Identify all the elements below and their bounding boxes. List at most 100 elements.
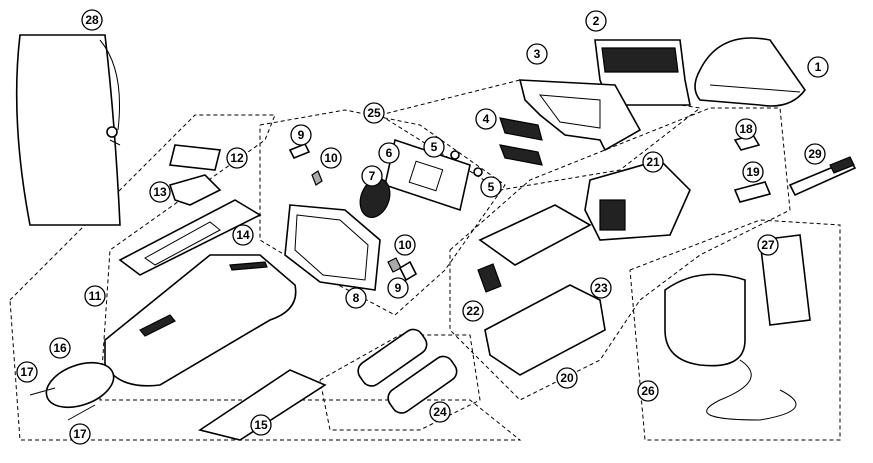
- callout-1: 1: [807, 56, 829, 78]
- callout-circle: [290, 124, 312, 146]
- callout-number: 5: [431, 140, 438, 154]
- callout-3: 3: [526, 43, 548, 65]
- callout-circle: [84, 285, 106, 307]
- callout-19: 19: [742, 161, 764, 183]
- callout-number: 21: [646, 155, 660, 169]
- callout-circle: [16, 361, 38, 383]
- part-bottom-cap: [45, 361, 115, 409]
- callout-number: 11: [89, 289, 102, 303]
- callout-5: 5: [423, 136, 445, 158]
- part-protective-cap: [694, 37, 806, 107]
- callout-number: 4: [483, 112, 490, 126]
- callout-circle: [807, 56, 829, 78]
- callout-number: 6: [386, 146, 393, 160]
- part-housing: [284, 204, 381, 291]
- callout-circle: [480, 176, 502, 198]
- callout-circle: [637, 380, 659, 402]
- part-pouch: [15, 34, 121, 226]
- callout-circle: [250, 414, 272, 436]
- part-chassis: [484, 284, 606, 376]
- callout-circle: [590, 277, 612, 299]
- callout-20: 20: [556, 367, 578, 389]
- callout-circle: [526, 43, 548, 65]
- outline-battery-group: [319, 334, 481, 431]
- callout-number: 2: [593, 14, 600, 28]
- callout-15: 15: [250, 414, 272, 436]
- callout-circle: [585, 10, 607, 32]
- callout-8: 8: [345, 287, 367, 309]
- callout-10: 10: [394, 234, 416, 256]
- callout-24: 24: [429, 401, 451, 423]
- callout-number: 7: [369, 169, 376, 183]
- callout-circle: [423, 136, 445, 158]
- callout-circle: [320, 147, 342, 169]
- callout-21: 21: [642, 151, 664, 173]
- callout-circle: [81, 9, 103, 31]
- callout-4: 4: [475, 108, 497, 130]
- callout-number: 29: [808, 147, 822, 161]
- callout-11: 11: [84, 285, 106, 307]
- callout-number: 17: [73, 427, 87, 441]
- callout-circle: [642, 151, 664, 173]
- callout-circle: [226, 147, 248, 169]
- callout-number: 15: [254, 418, 268, 432]
- callout-number: 20: [560, 371, 574, 385]
- callout-7: 7: [361, 165, 383, 187]
- callout-number: 18: [739, 122, 753, 136]
- callout-number: 3: [534, 47, 541, 61]
- part-main-body: [104, 254, 297, 387]
- outline-body-group: [9, 114, 522, 441]
- callout-2: 2: [585, 10, 607, 32]
- callout-number: 8: [353, 291, 360, 305]
- callout-circle: [556, 367, 578, 389]
- parts: [15, 34, 857, 441]
- callout-number: 13: [153, 185, 167, 199]
- part-wall-holder: [759, 234, 811, 326]
- callout-number: 9: [298, 128, 305, 142]
- part-inner-blades: [499, 117, 543, 166]
- callout-number: 5: [488, 180, 495, 194]
- callout-28: 28: [81, 9, 103, 31]
- part-plate: [384, 138, 471, 212]
- callout-circle: [361, 165, 383, 187]
- callout-6: 6: [378, 142, 400, 164]
- part-head-frame: [518, 79, 642, 152]
- callout-number: 10: [324, 151, 338, 165]
- callout-16: 16: [49, 337, 71, 359]
- callout-circle: [232, 224, 254, 246]
- callout-9: 9: [290, 124, 312, 146]
- part-switch-plate: [118, 199, 262, 276]
- part-battery: [387, 355, 458, 414]
- callout-12: 12: [226, 147, 248, 169]
- callout-number: 12: [230, 151, 244, 165]
- callout-circle: [69, 423, 91, 445]
- callout-circle: [49, 337, 71, 359]
- callout-circle: [462, 300, 484, 322]
- callout-circle: [804, 143, 826, 165]
- callout-number: 24: [433, 405, 447, 419]
- callout-9: 9: [387, 277, 409, 299]
- callout-circle: [742, 161, 764, 183]
- callout-13: 13: [149, 181, 171, 203]
- callout-14: 14: [232, 224, 254, 246]
- callout-number: 26: [641, 384, 655, 398]
- callout-number: 23: [594, 281, 608, 295]
- outline-head-group: [379, 79, 702, 191]
- callout-circle: [363, 102, 385, 124]
- callout-17: 17: [16, 361, 38, 383]
- callout-number: 17: [20, 365, 34, 379]
- callout-number: 25: [367, 106, 381, 120]
- callout-circle: [149, 181, 171, 203]
- callout-number: 28: [85, 13, 99, 27]
- part-charging-stand: [664, 273, 746, 367]
- callout-circle: [735, 118, 757, 140]
- callout-number: 27: [761, 238, 775, 252]
- callout-number: 19: [746, 165, 760, 179]
- callout-17: 17: [69, 423, 91, 445]
- callout-number: 10: [398, 238, 412, 252]
- callout-10: 10: [320, 147, 342, 169]
- callout-circle: [429, 401, 451, 423]
